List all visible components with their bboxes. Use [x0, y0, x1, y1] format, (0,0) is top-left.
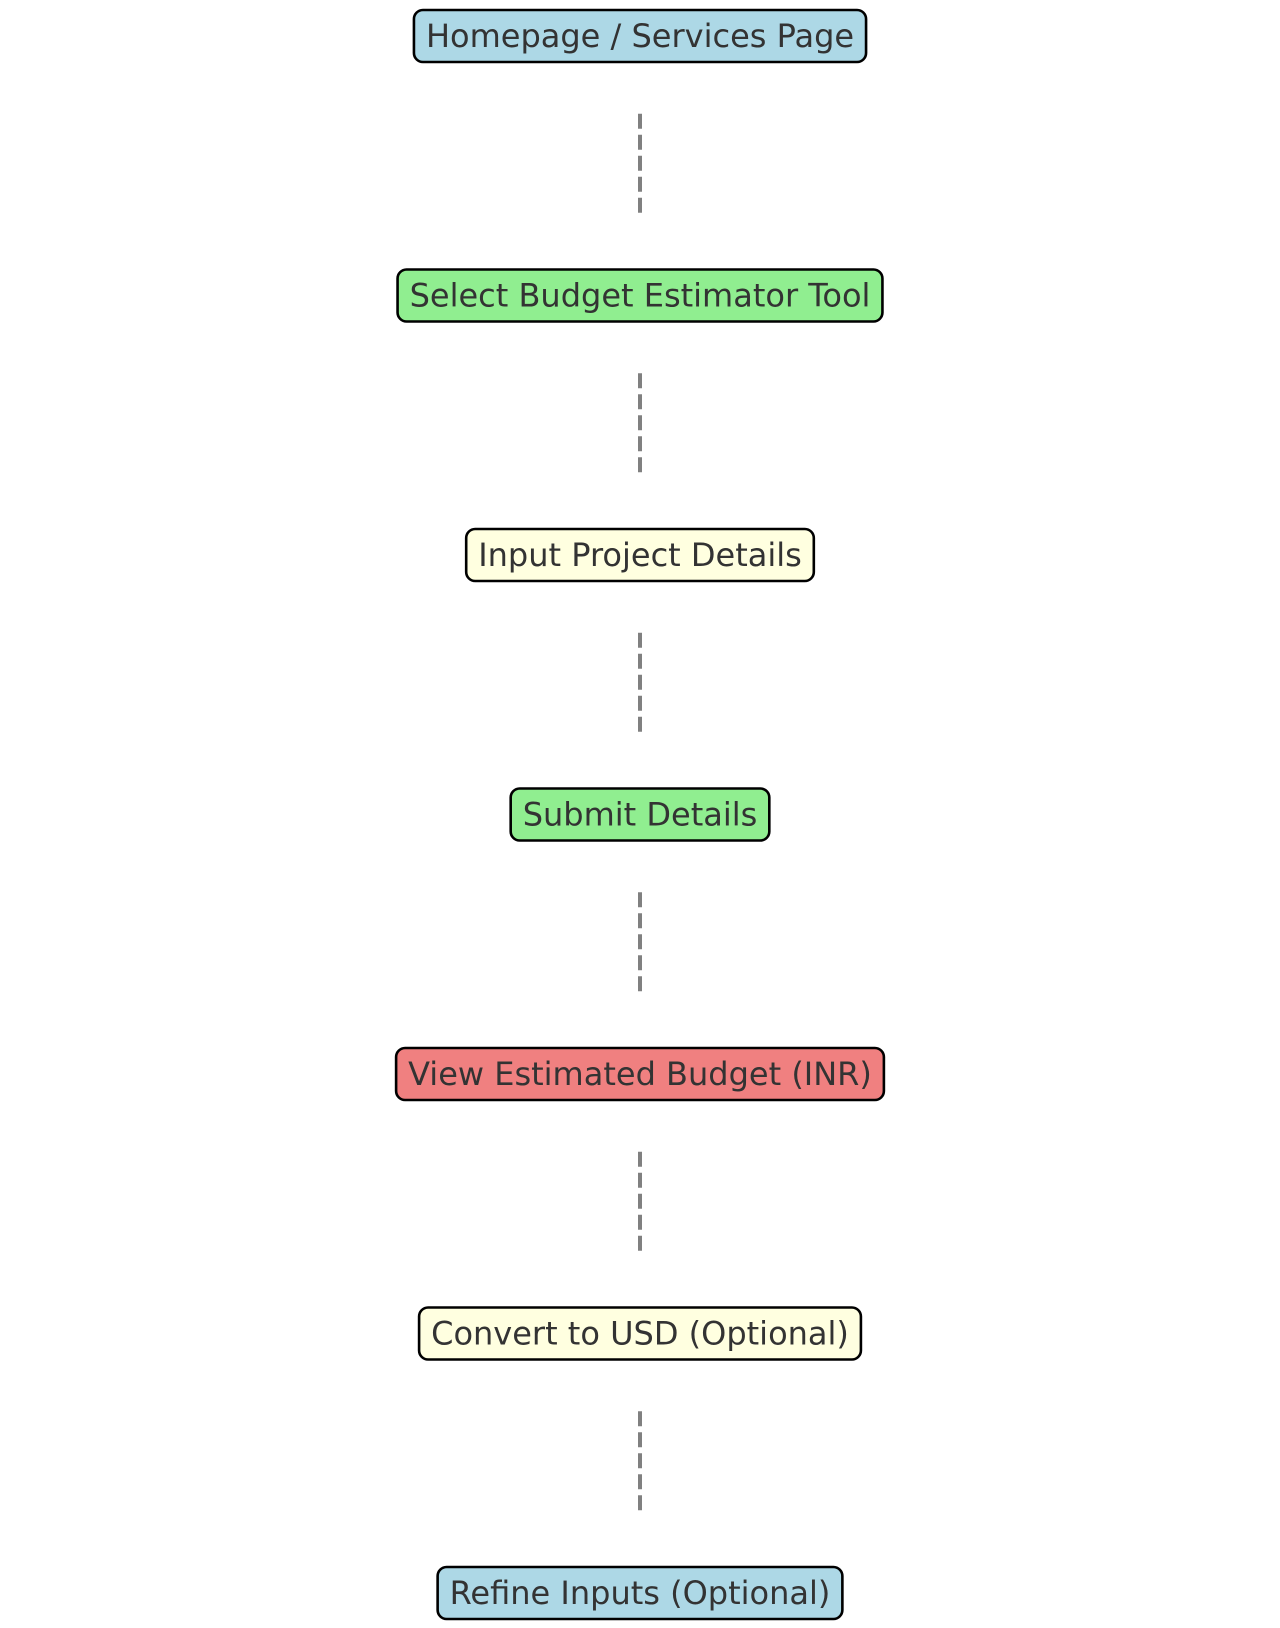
- node-label-convert-usd: Convert to USD (Optional): [431, 1315, 849, 1353]
- node-label-view-budget: View Estimated Budget (INR): [408, 1055, 872, 1093]
- node-convert-usd: Convert to USD (Optional): [417, 1306, 863, 1361]
- node-box-select-tool: [396, 268, 884, 323]
- node-label-homepage: Homepage / Services Page: [426, 17, 854, 55]
- node-box-input-details: [464, 527, 816, 583]
- node-label-input-details: Input Project Details: [478, 536, 802, 574]
- node-box-homepage: [412, 8, 868, 64]
- node-box-view-budget: [394, 1046, 886, 1102]
- node-box-refine-inputs: [436, 1565, 844, 1621]
- node-submit-details: Submit Details: [509, 787, 771, 842]
- node-box-submit-details: [509, 787, 771, 842]
- node-label-select-tool: Select Budget Estimator Tool: [410, 277, 871, 315]
- node-label-refine-inputs: Refine Inputs (Optional): [450, 1574, 831, 1612]
- node-label-submit-details: Submit Details: [523, 796, 758, 834]
- node-box-convert-usd: [417, 1306, 863, 1361]
- node-select-tool: Select Budget Estimator Tool: [396, 268, 884, 323]
- node-view-budget: View Estimated Budget (INR): [394, 1046, 886, 1102]
- node-refine-inputs: Refine Inputs (Optional): [436, 1565, 844, 1621]
- node-homepage: Homepage / Services Page: [412, 8, 868, 64]
- node-input-details: Input Project Details: [464, 527, 816, 583]
